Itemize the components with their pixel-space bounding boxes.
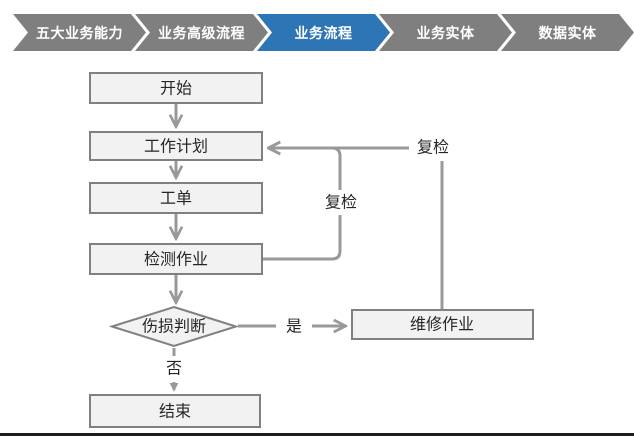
edge-label-recheck-2: 复检: [417, 139, 449, 157]
node-end-label: 结束: [159, 403, 191, 421]
node-start-label: 开始: [160, 80, 192, 98]
edge-label-bg: [276, 313, 312, 339]
edge-label-bg: [409, 135, 457, 161]
breadcrumb-item-label: 五大业务能力: [36, 24, 123, 41]
node-work-order-label: 工单: [160, 190, 192, 208]
breadcrumb-item-label: 数据实体: [538, 24, 597, 41]
node-repair-box: [351, 309, 534, 340]
edge-label-bg: [321, 190, 361, 215]
edge-label-yes: 是: [286, 319, 302, 336]
node-work-order-box: [89, 182, 263, 214]
breadcrumb-item-label: 业务高级流程: [158, 24, 245, 41]
node-work-plan-label: 工作计划: [144, 138, 208, 156]
breadcrumb-item-business-process[interactable]: 业务流程: [257, 14, 390, 51]
edge-label-bg: [157, 356, 191, 382]
edge-repair-recheck-to-workplan: [269, 148, 444, 309]
breadcrumb-item-label: 业务流程: [294, 24, 353, 41]
bottom-border: [0, 433, 634, 436]
breadcrumb-item-label: 业务实体: [416, 24, 475, 41]
edge-label-no: 否: [166, 361, 182, 378]
breadcrumb-item-high-level-process[interactable]: 业务高级流程: [135, 14, 268, 51]
breadcrumb: 五大业务能力 业务高级流程 业务流程 业务实体 数据实体: [0, 0, 634, 56]
breadcrumb-item-business-entity[interactable]: 业务实体: [379, 14, 512, 51]
node-work-plan-box: [89, 131, 263, 161]
edge-label-recheck-1: 复检: [325, 194, 357, 212]
breadcrumb-item-business-capabilities[interactable]: 五大业务能力: [13, 14, 146, 51]
node-end-box: [89, 394, 261, 428]
node-inspection-box: [89, 243, 263, 275]
breadcrumb-item-data-entity[interactable]: 数据实体: [501, 14, 634, 51]
node-repair-label: 维修作业: [410, 316, 474, 334]
node-inspection-label: 检测作业: [144, 251, 208, 269]
node-damage-judgment-label: 伤损判断: [142, 318, 206, 336]
node-damage-judgment-diamond: [108, 305, 240, 348]
node-start-box: [89, 72, 263, 104]
